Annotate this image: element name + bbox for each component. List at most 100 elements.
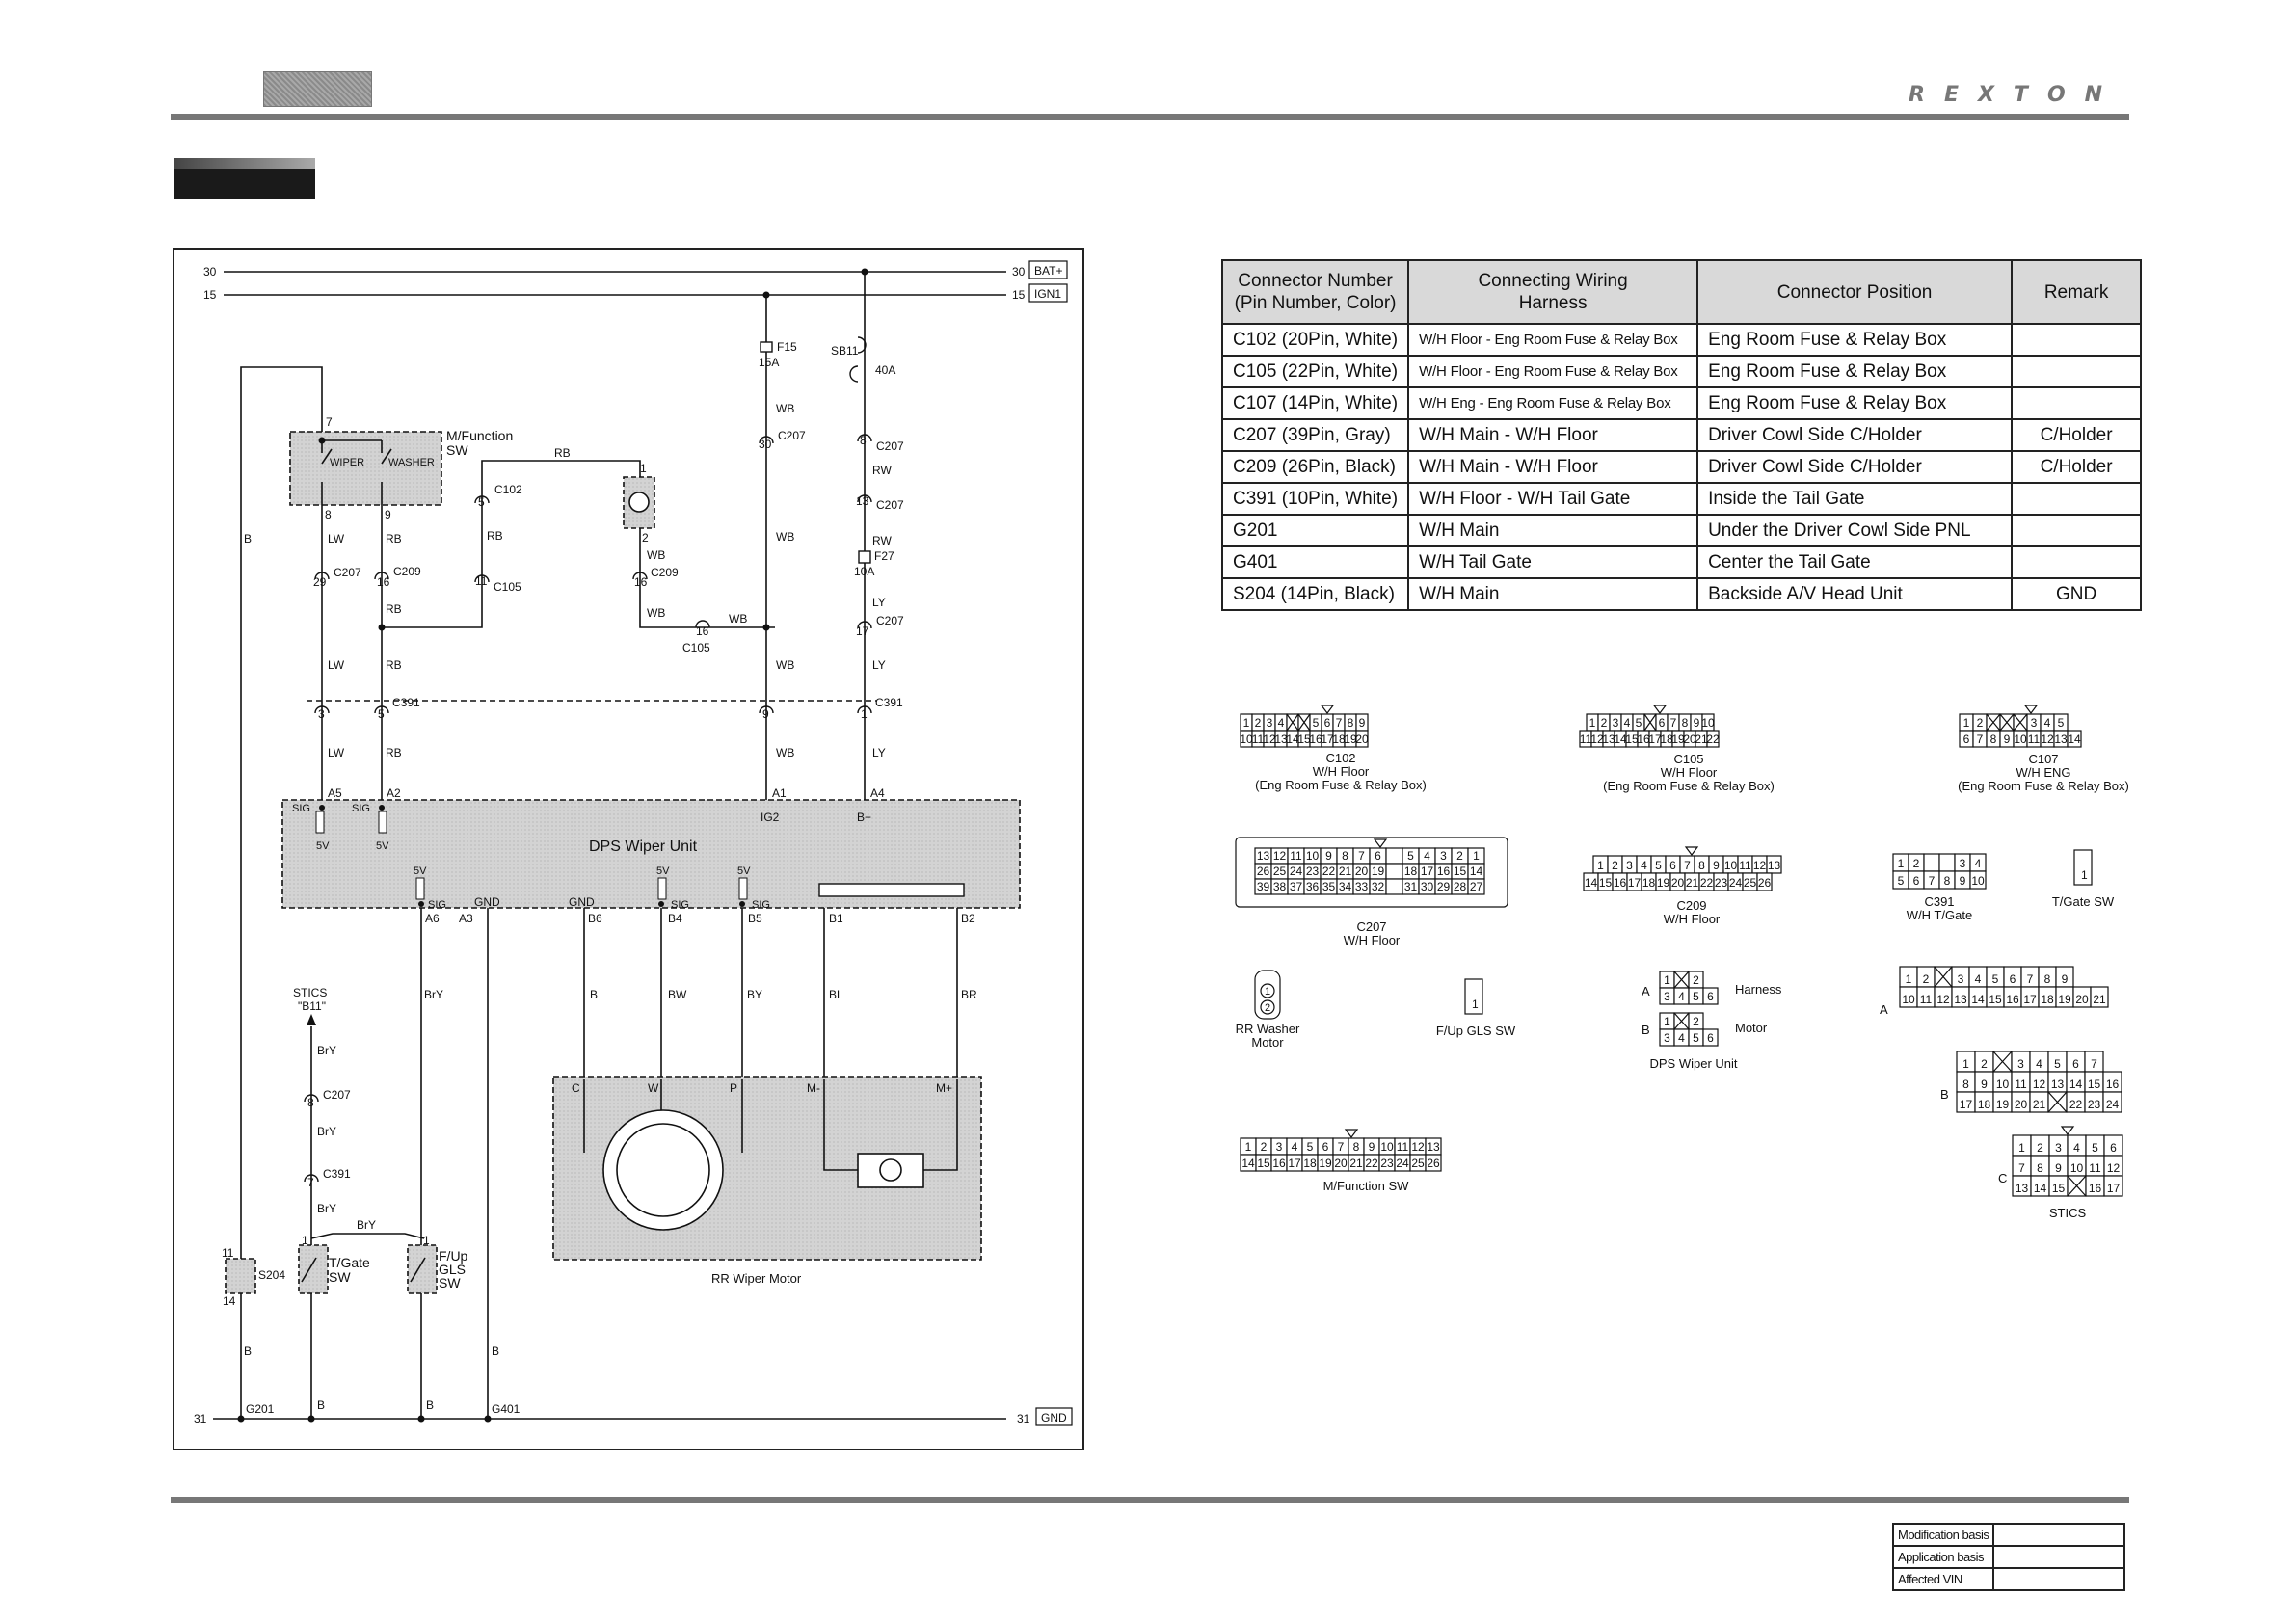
wiring-diagram: 30 15 30 15 BAT+ IGN1 31 31 GND F15 15A …	[194, 260, 1073, 1426]
pin-sig-3: SIG	[428, 899, 446, 911]
c391-pin-number: 3	[1960, 857, 1966, 870]
num-16-b: 16	[634, 575, 648, 589]
dps-b-blank-pin	[1673, 1012, 1690, 1030]
c207-pin-number: 30	[1421, 880, 1434, 893]
stics-c-cell	[2103, 1175, 2123, 1197]
c207-pin-number: 36	[1306, 880, 1320, 893]
brand-logo: REXTON	[1909, 83, 2122, 107]
c105-pin-number: 18	[1660, 732, 1673, 746]
stics-a-pin-number: 18	[2041, 993, 2054, 1006]
c391-cell	[1923, 853, 1940, 872]
c107-pin-number: 13	[2054, 732, 2068, 746]
rr-motor-label: RR Wiper Motor	[711, 1271, 802, 1286]
wire-rb-2: RB	[386, 602, 402, 616]
conn-c207-f: C207	[323, 1088, 351, 1102]
mfunc-cell	[1425, 1154, 1442, 1172]
stics-b-cell	[2102, 1091, 2122, 1113]
c105-view-name: C105	[1673, 752, 1703, 766]
stics-c-pin-number: 15	[2052, 1182, 2066, 1195]
ign-label: IGN1	[1034, 287, 1061, 301]
stics-a-pin-number: 11	[1920, 993, 1933, 1006]
wire-wb-3: WB	[776, 658, 794, 672]
c209-pin-number: 23	[1715, 876, 1728, 890]
c391-pin-number: 8	[1944, 874, 1951, 888]
conn-c391-b: C391	[875, 696, 903, 709]
c207-cell	[1385, 847, 1403, 865]
num-8-c: 8	[307, 1096, 314, 1109]
stics-a-pin-number: 15	[1989, 993, 2002, 1006]
c391-pin-number: 5	[1898, 874, 1905, 888]
c209-pin-number: 6	[1669, 859, 1676, 872]
dps-a-pin-number: 4	[1678, 990, 1685, 1003]
conn-g401: G401	[492, 1402, 521, 1416]
mfunc-pin-number: 11	[1397, 1140, 1409, 1154]
stics-b-pin-number: 11	[2015, 1078, 2027, 1091]
c207-pin-number: 34	[1339, 880, 1352, 893]
stics-b-blank-pin	[1992, 1051, 2013, 1073]
c102-pin-number: 9	[1359, 716, 1366, 730]
c207-pin-number: 15	[1454, 865, 1467, 878]
wire-ly-3: LY	[872, 746, 886, 759]
num-29: 29	[313, 575, 327, 589]
fup-pin: 1	[1472, 998, 1479, 1011]
dps-view-harness: Harness	[1735, 982, 1782, 997]
num-1-c: 1	[302, 1234, 308, 1247]
pin-sig-1: SIG	[292, 803, 310, 814]
mfunc-pin-number: 13	[1427, 1140, 1440, 1154]
wire-lw-3: LW	[328, 746, 345, 759]
mfunc-pin-number: 7	[1338, 1140, 1345, 1154]
mfunc-pin-number: 26	[1427, 1157, 1440, 1170]
c207-pin-number: 25	[1273, 865, 1287, 878]
wire-b-6: B	[426, 1398, 434, 1412]
wire-lw-2: LW	[328, 658, 345, 672]
stics-b-pin-number: 15	[2088, 1078, 2101, 1091]
c209-pin-number: 12	[1753, 859, 1767, 872]
c102-blank-pin	[1286, 713, 1299, 732]
mfunc-pin-number: 12	[1411, 1140, 1425, 1154]
c209-cell	[1766, 855, 1782, 874]
stics-a-pin-number: 4	[1975, 972, 1982, 986]
tgate-sw-line2: SW	[329, 1269, 351, 1285]
num-16-a: 16	[377, 575, 390, 589]
c102-pin-number: 15	[1297, 732, 1311, 746]
stics-c-blank-pin	[2067, 1175, 2087, 1197]
c107-pin-number: 1	[1963, 716, 1970, 730]
stics-c-pin-number: 17	[2107, 1182, 2121, 1195]
stics-a-pin-number: 13	[1954, 993, 1967, 1006]
c105-pin-number: 8	[1682, 716, 1689, 730]
c207-pin-number: 1	[1473, 849, 1480, 863]
bus-31-right: 31	[1017, 1412, 1030, 1425]
c102-cell	[1355, 730, 1369, 748]
conn-c391-c: C391	[323, 1167, 351, 1181]
c207-pin-number: 17	[1421, 865, 1434, 878]
bus-15-right: 15	[1012, 288, 1026, 302]
fuse-sb11-amp: 40A	[875, 363, 895, 377]
stics-c-pin-number: 4	[2073, 1141, 2080, 1155]
fup-view-name: F/Up GLS SW	[1436, 1024, 1516, 1038]
c209-pin-number: 7	[1684, 859, 1691, 872]
c102-pin-number: 19	[1344, 732, 1357, 746]
c105-key	[1652, 705, 1668, 714]
c105-pin-number: 20	[1683, 732, 1696, 746]
dps-a-pin-number: 5	[1693, 990, 1699, 1003]
num-11: 11	[475, 574, 488, 588]
c207-pin-number: 32	[1372, 880, 1385, 893]
c102-pin-number: 18	[1332, 732, 1346, 746]
c105-pin-number: 4	[1624, 716, 1631, 730]
c102-view-sub2: (Eng Room Fuse & Relay Box)	[1255, 778, 1427, 792]
c105-pin-number: 15	[1625, 732, 1639, 746]
stics-a-cell	[2090, 986, 2109, 1008]
mfunc-pin-number: 22	[1365, 1157, 1378, 1170]
wire-ly-2: LY	[872, 658, 886, 672]
num-7-b: 7	[307, 1176, 314, 1189]
fup-sw-line3: SW	[439, 1275, 461, 1290]
conn-c209-b: C209	[651, 566, 679, 579]
wire-b-4: B	[492, 1344, 499, 1358]
table-row: C102 (20Pin, White)W/H Floor - Eng Room …	[1220, 323, 2143, 357]
c102-pin-number: 13	[1274, 732, 1288, 746]
mfunc-pin-number: 1	[1245, 1140, 1252, 1154]
gnd-label: GND	[1041, 1411, 1067, 1424]
